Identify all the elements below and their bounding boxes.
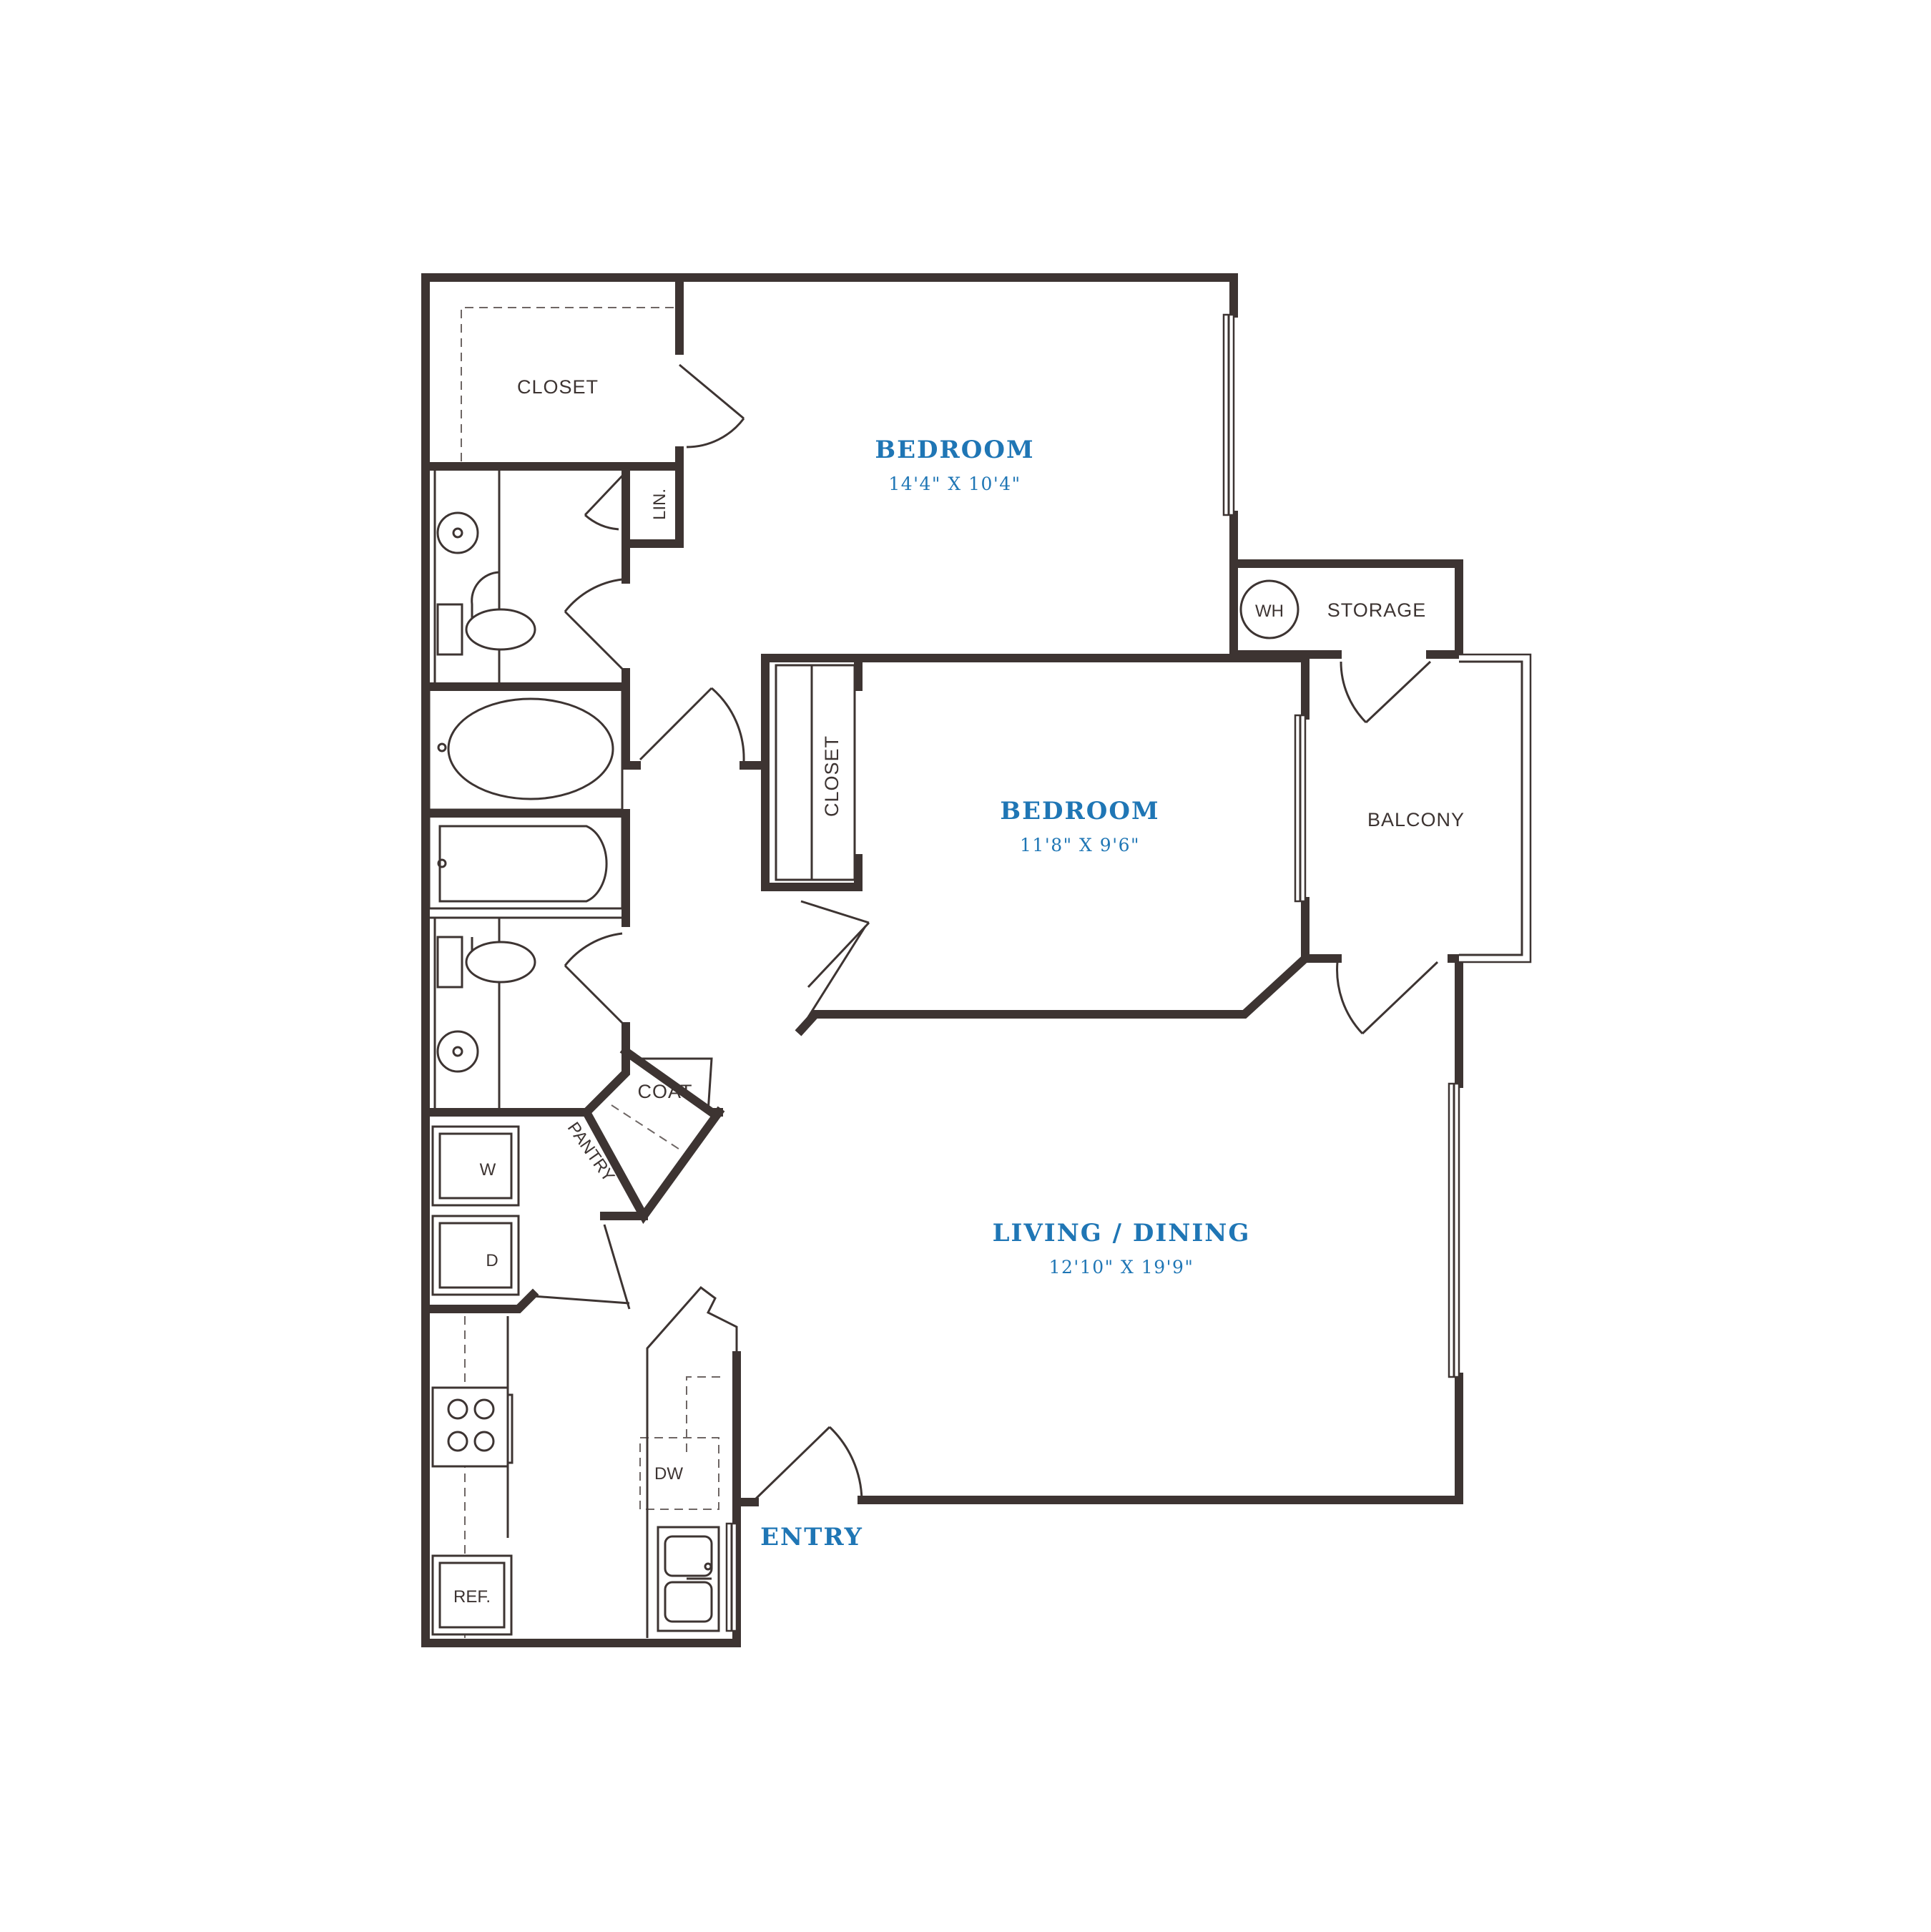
living-dims: 12'10" X 19'9" [1049,1257,1194,1278]
bath1-tub-frame [428,687,624,811]
dashed-lines [461,307,722,1638]
bath2-vanity [433,916,501,1112]
bath1-vanity [433,467,501,688]
fixtures [428,467,1299,1638]
bath1-sink-icon [436,511,479,554]
washer [431,1125,520,1207]
bath1-tub-icon [447,697,614,800]
bath2-tub-icon [438,825,608,903]
bath1-divider [471,571,500,637]
entry-name: ENTRY [760,1523,863,1551]
closet-label: CLOSET [517,376,599,398]
bath1-toilet-icon [465,608,536,651]
dryer-label: D [486,1251,498,1270]
refrigerator-label: REF. [453,1587,491,1607]
storage-label: STORAGE [1327,599,1427,621]
windows [725,313,1532,1632]
bath1-toilet-tank [436,603,463,656]
bath2-toilet-icon [465,941,536,984]
water-heater-label: WH [1255,602,1284,621]
room-labels: BEDROOM 14'4" X 10'4" BEDROOM 11'8" X 9'… [760,436,1251,1551]
bedroom1-name: BEDROOM [875,436,1034,464]
bath2-tub-frame [428,814,624,910]
bedroom2-closet-frame [775,664,856,881]
linen-label: LIN. [650,489,669,520]
living-name: LIVING / DINING [993,1219,1251,1247]
dryer [431,1215,520,1296]
bedroom2-name: BEDROOM [1000,797,1159,825]
coat-label: COAT [638,1081,693,1102]
stove-icon [431,1386,509,1468]
doors [532,363,1439,1501]
dishwasher-label: DW [654,1464,683,1484]
bedroom1-dims: 14'4" X 10'4" [888,474,1021,494]
bedroom2-dims: 11'8" X 9'6" [1020,835,1140,855]
closet-bed2-label: CLOSET [821,735,842,817]
balcony-label: BALCONY [1367,809,1465,830]
bath2-toilet-tank [436,936,463,989]
exterior-walls [421,273,1463,1647]
refrigerator [431,1554,513,1636]
bath2-sink-icon [436,1030,479,1073]
washer-label: W [480,1160,496,1180]
water-heater-icon [1239,579,1299,639]
